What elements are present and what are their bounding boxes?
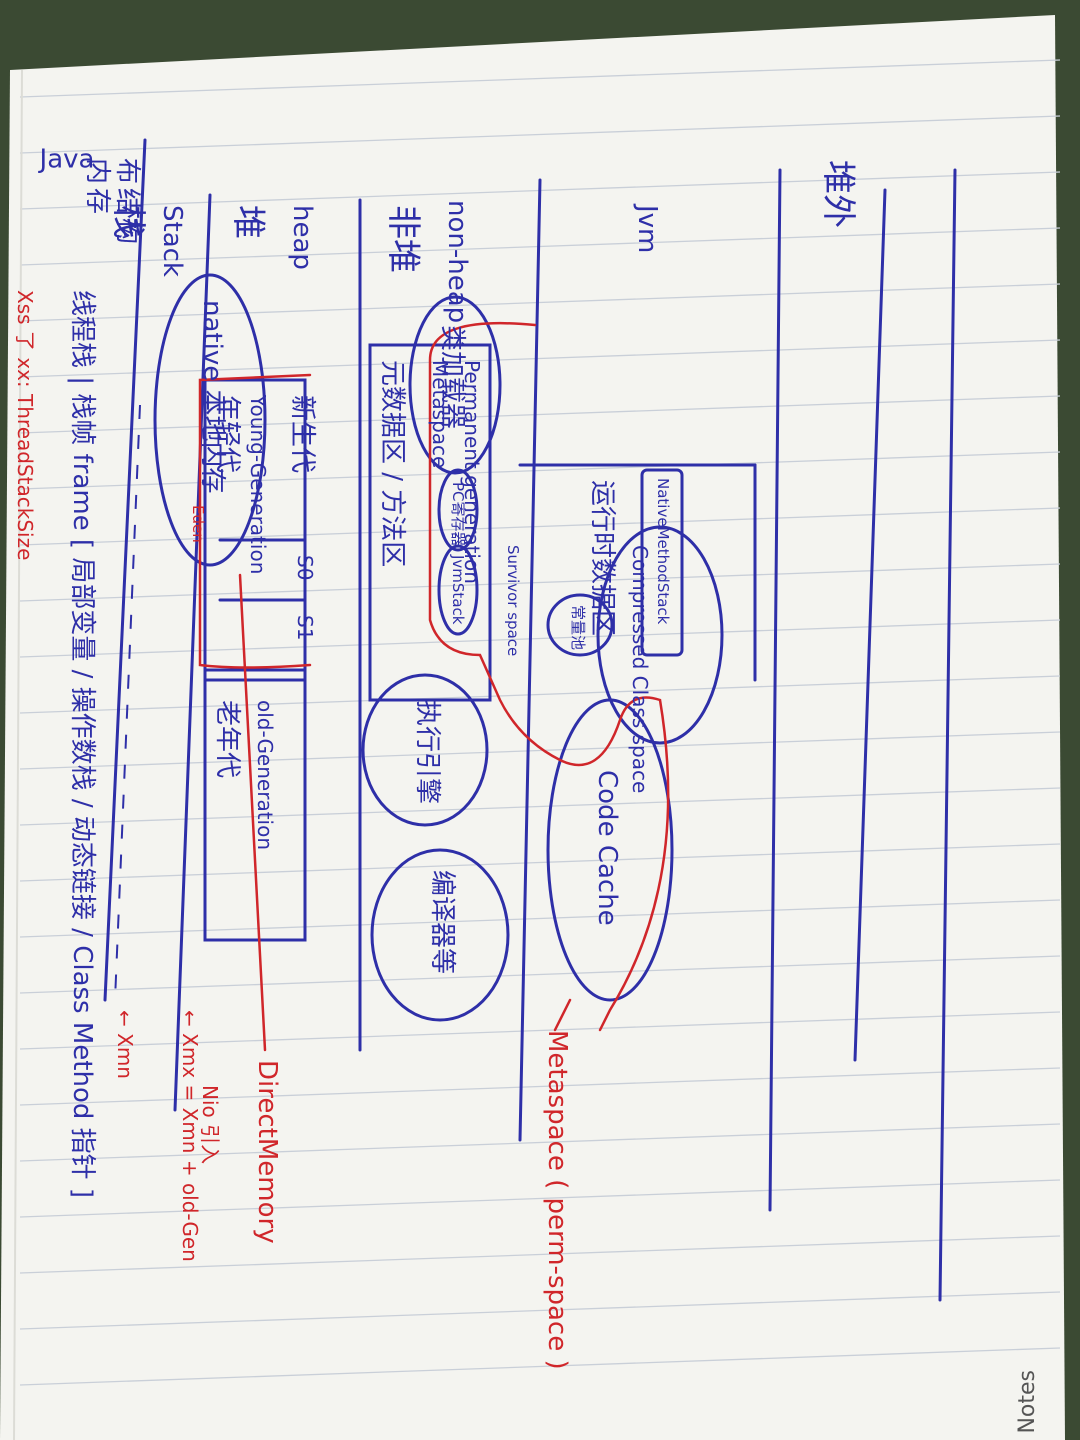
layout-char-3: 布	[112, 158, 142, 185]
native-memory-circle	[153, 273, 267, 567]
jvm-label: Jvm	[632, 205, 662, 254]
ruled-line	[19, 1067, 1061, 1106]
ruled-line	[19, 115, 1061, 154]
ruled-line	[19, 395, 1061, 434]
notes-watermark: Notes	[1015, 1370, 1040, 1434]
ruled-line	[19, 59, 1061, 98]
offheap-label: 堆外	[818, 160, 858, 228]
compiler-circle	[370, 848, 510, 1022]
young-gen-en: Young-Generation	[246, 395, 270, 575]
rule-top	[103, 138, 147, 1002]
exec-engine-label: 执行引擎	[412, 700, 442, 805]
runtime-data-label: 运行时数据区	[587, 480, 617, 637]
ruled-line	[19, 1235, 1061, 1274]
const-pool-label: 常量池	[569, 605, 587, 651]
s1-label: S1	[293, 615, 317, 641]
ruled-line	[19, 899, 1061, 938]
rule-stack-heap	[173, 193, 212, 1112]
method-area-label: 元数据区 / 方法区	[377, 360, 407, 568]
ruled-line	[19, 1179, 1061, 1218]
rule-nonheap-jvm	[518, 178, 542, 1142]
binding-fold	[13, 69, 23, 1440]
jvmstack-circle	[437, 544, 479, 636]
heap-label-zh: 堆	[228, 205, 268, 239]
ruled-line	[19, 843, 1061, 882]
ruled-line	[19, 1347, 1061, 1386]
ruled-line	[19, 1291, 1061, 1330]
stack-description: 线程栈 | 栈帧 frame [ 局部变量 / 操作数栈 / 动态链接 / Cl…	[67, 290, 97, 1199]
ruled-line	[19, 731, 1061, 770]
ruled-line	[19, 451, 1061, 490]
direct-memory-label: DirectMemory	[252, 1060, 282, 1244]
class-loader-label: 类加载器	[437, 325, 467, 430]
young-generation-box	[203, 378, 307, 682]
compressed-class-label: Compressed Class space	[628, 545, 652, 794]
ruled-line	[19, 1123, 1061, 1162]
red-boundary	[428, 321, 670, 1032]
old-gen-en: old-Generation	[253, 700, 277, 851]
ruled-line	[19, 955, 1061, 994]
pc-register-circle	[437, 468, 479, 552]
jvmstack-label: JvmStack	[449, 555, 467, 625]
heap-label-en: heap	[287, 205, 317, 270]
ruled-line	[19, 339, 1061, 378]
metaspace-arrow	[553, 998, 572, 1032]
nonheap-label-zh: 非堆	[383, 205, 423, 273]
layout-char-1: 内	[82, 158, 112, 185]
direct-memory-arrow	[238, 573, 267, 1052]
code-cache-label: Code Cache	[592, 770, 622, 926]
s0-label: S0	[293, 555, 317, 581]
ruled-line	[19, 507, 1061, 546]
compressed-class-circle	[596, 525, 724, 745]
dashed-divider	[114, 404, 141, 1001]
old-generation-box	[203, 668, 307, 942]
stack-label-zh: 栈	[108, 205, 148, 239]
survivor-space-label: Survivor space	[504, 545, 522, 657]
native-stack-box	[640, 468, 684, 657]
native-memory-label: native 本地内存	[197, 300, 227, 494]
const-pool-circle	[546, 593, 614, 657]
ruled-line	[19, 675, 1061, 714]
rule-bottom	[938, 168, 957, 1302]
paper-sheet	[0, 15, 1065, 1440]
eden-label: 新生代	[287, 395, 317, 474]
native-stack-label: NativeMethodStack	[654, 478, 672, 625]
stack-label-en: Stack	[157, 205, 187, 277]
xss-note: Xss 了 xx: ThreadStackSize	[13, 290, 37, 561]
exec-engine-circle	[361, 673, 489, 827]
nonheap-label-en: non-heap	[442, 200, 472, 324]
ruled-line	[19, 787, 1061, 826]
pc-register-label: PC寄存器	[449, 482, 467, 547]
ruled-line	[19, 1011, 1061, 1050]
ruled-line	[19, 283, 1061, 322]
method-area-box	[368, 343, 492, 702]
code-cache-circle	[546, 698, 674, 1002]
xmn-note: ← Xmn	[113, 1010, 137, 1079]
compiler-label: 编译器等	[427, 870, 457, 975]
eden-marker: Eden	[189, 505, 207, 543]
nio-label: Nio 引入	[198, 1085, 222, 1165]
rule-jvm-offheap	[768, 168, 782, 1212]
metaspace-note: Metaspace ( perm-space )	[542, 1030, 572, 1370]
old-gen-zh: 老年代	[212, 700, 242, 779]
xmx-note: ← Xmx = Xmn + old-Gen	[178, 1010, 202, 1262]
rule-header	[853, 188, 887, 1062]
layout-char-2: 存	[82, 188, 112, 215]
class-loader-circle	[408, 295, 502, 475]
young-red-outline	[198, 373, 312, 669]
